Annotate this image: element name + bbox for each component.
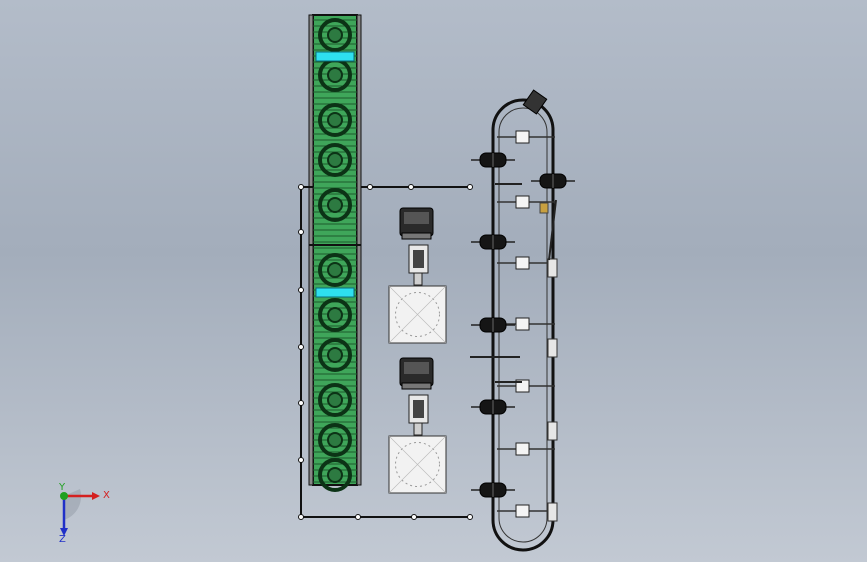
frame-nodes [298, 184, 473, 520]
conveyor-roller-icon [318, 423, 352, 457]
axis-z-label: Z [59, 534, 66, 545]
chain-sprockets [471, 152, 575, 498]
drive-head-icon [522, 89, 548, 115]
guide-block-icon [547, 421, 558, 441]
guide-block-icon [547, 502, 558, 522]
drive-station-upper[interactable] [388, 207, 447, 344]
chain-loop-conveyor[interactable] [470, 89, 575, 552]
conveyor-roller-icon [318, 188, 352, 222]
chain-sprocket-icon [471, 399, 515, 415]
cyan-strip-lower [315, 287, 355, 298]
conveyor-roller-icon [318, 458, 352, 492]
roller-conveyor[interactable] [308, 14, 362, 492]
drive-station-lower[interactable] [388, 357, 447, 494]
guide-block-icon [547, 338, 558, 358]
chain-carrier-icon [497, 317, 555, 331]
axis-y-label: Y [58, 482, 66, 493]
chain-sprocket-icon [531, 173, 575, 189]
conveyor-roller-icon [318, 143, 352, 177]
cyan-strip-upper [315, 51, 355, 62]
coordinate-triad: X Y Z [58, 482, 110, 545]
conveyor-roller-icon [318, 298, 352, 332]
chain-sprocket-icon [471, 234, 515, 250]
conveyor-roller-icon [318, 383, 352, 417]
conveyor-roller-icon [318, 253, 352, 287]
chain-carrier-icon [497, 442, 555, 456]
conveyor-roller-icon [318, 338, 352, 372]
chain-sprocket-icon [471, 152, 515, 168]
chain-arms [470, 183, 522, 383]
guide-block-icon [547, 258, 558, 278]
chain-sprocket-icon [471, 482, 515, 498]
chain-carrier-icon [497, 195, 555, 209]
chain-sprocket-icon [471, 317, 515, 333]
chain-carrier-icon [497, 504, 555, 518]
chain-carrier-icon [497, 256, 555, 270]
axis-x-label: X [103, 490, 110, 501]
conveyor-roller-icon [318, 103, 352, 137]
chain-carrier-icon [497, 130, 555, 144]
conveyor-roller-icon [318, 18, 352, 52]
